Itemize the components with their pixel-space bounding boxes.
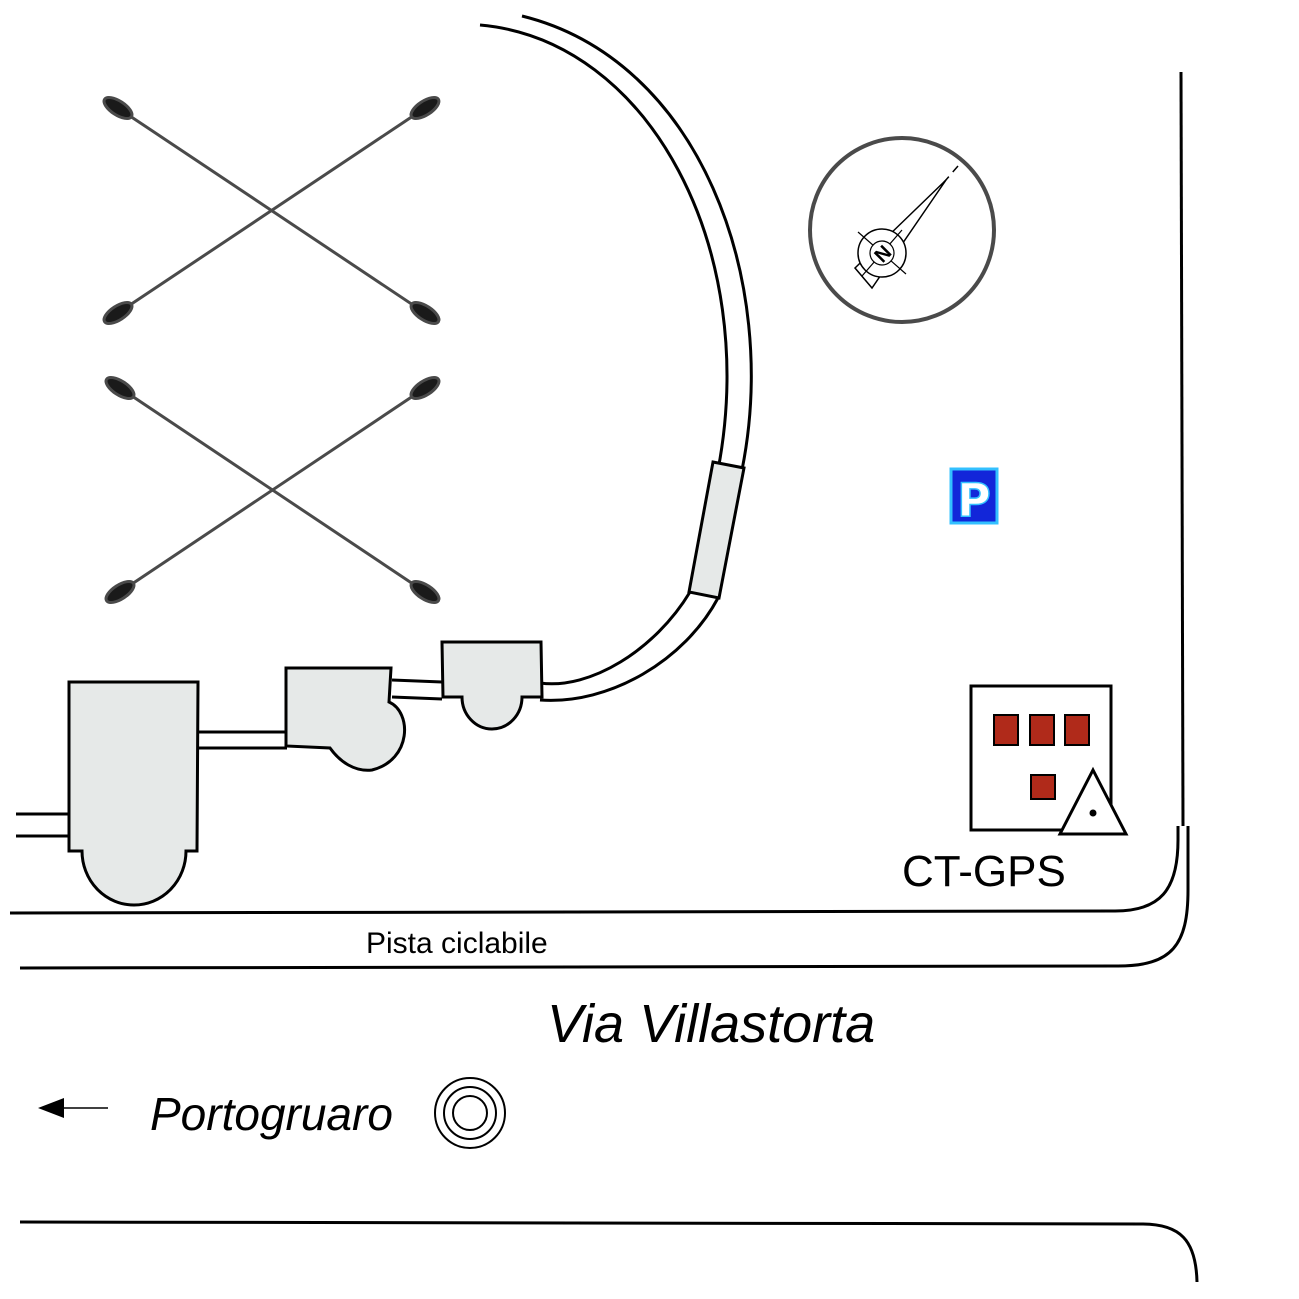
- bike-path: [9, 826, 1190, 970]
- parking-icon: P: [949, 467, 999, 528]
- parking-letter: P: [957, 473, 991, 527]
- runway-cross-upper: [102, 95, 441, 326]
- gps-station-icon: [969, 684, 1129, 836]
- connectors: [16, 678, 443, 838]
- path-bridge: [687, 460, 746, 600]
- building-small: [440, 640, 544, 731]
- building-large: [67, 680, 200, 907]
- curved-path: [479, 14, 753, 702]
- property-boundary: [1179, 71, 1185, 827]
- building-middle: [284, 666, 407, 772]
- road-edge-lower: [19, 1220, 1199, 1283]
- roundabout-icon: [434, 1077, 506, 1149]
- station-label: CT-GPS: [902, 847, 1066, 896]
- direction-label: Portogruaro: [150, 1088, 393, 1140]
- compass-icon: N: [808, 136, 996, 324]
- arrow-left-icon: [38, 1098, 108, 1118]
- road-label: Via Villastorta: [547, 994, 875, 1054]
- warning-triangle-icon: [1057, 766, 1129, 836]
- bike-path-label: Pista ciclabile: [366, 927, 548, 960]
- runway-cross-lower: [104, 375, 441, 605]
